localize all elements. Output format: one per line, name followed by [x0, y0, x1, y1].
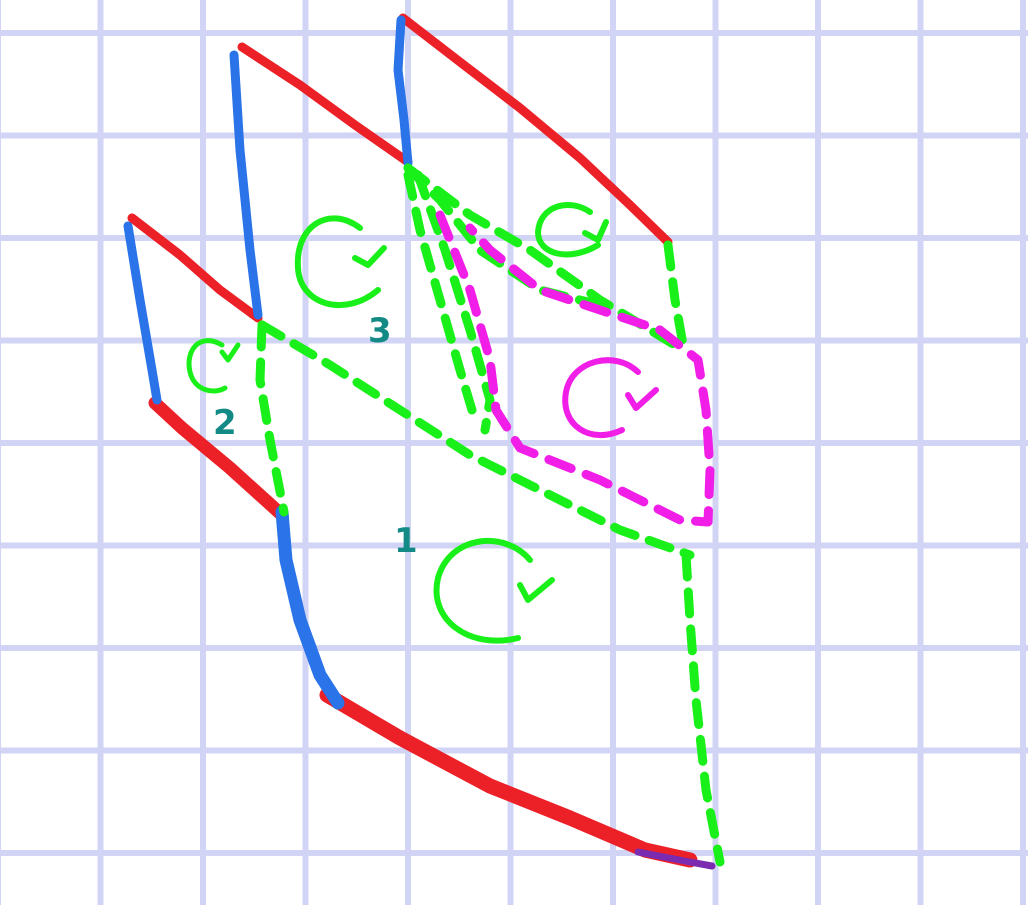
loop-arrow-face-2 [186, 338, 241, 394]
green-cut-lines [255, 163, 725, 867]
label-face-1: 1 [394, 521, 418, 561]
blue-boundary [123, 15, 413, 710]
red-edge-middle-fold [237, 42, 413, 167]
purple-seam [634, 848, 716, 870]
red-edge-top-right [398, 13, 673, 247]
label-face-3: 3 [368, 311, 392, 351]
green-right-edge-upper [663, 240, 689, 355]
magenta-dashed-loop [435, 210, 715, 527]
blue-edge-left [123, 221, 162, 405]
red-edge-left-fold [127, 213, 263, 323]
loop-arrows [186, 202, 659, 644]
blue-edge-top [393, 15, 413, 168]
loop-arrow-magenta [562, 357, 659, 438]
green-left-vertical [255, 320, 289, 517]
blue-edge-lower [275, 505, 345, 710]
loop-arrow-face-1 [433, 537, 555, 644]
loop-arrow-face-3 [294, 215, 387, 308]
green-vertical-left-inner [403, 170, 477, 415]
label-face-2: 2 [213, 403, 237, 443]
green-vertical-mid-inner [413, 170, 495, 435]
loop-arrow-top-right [535, 202, 609, 258]
green-right-edge-lower [681, 550, 725, 867]
blue-edge-middle [229, 50, 263, 320]
red-edge-lower-left [148, 396, 289, 522]
green-long-diagonal [257, 320, 695, 560]
